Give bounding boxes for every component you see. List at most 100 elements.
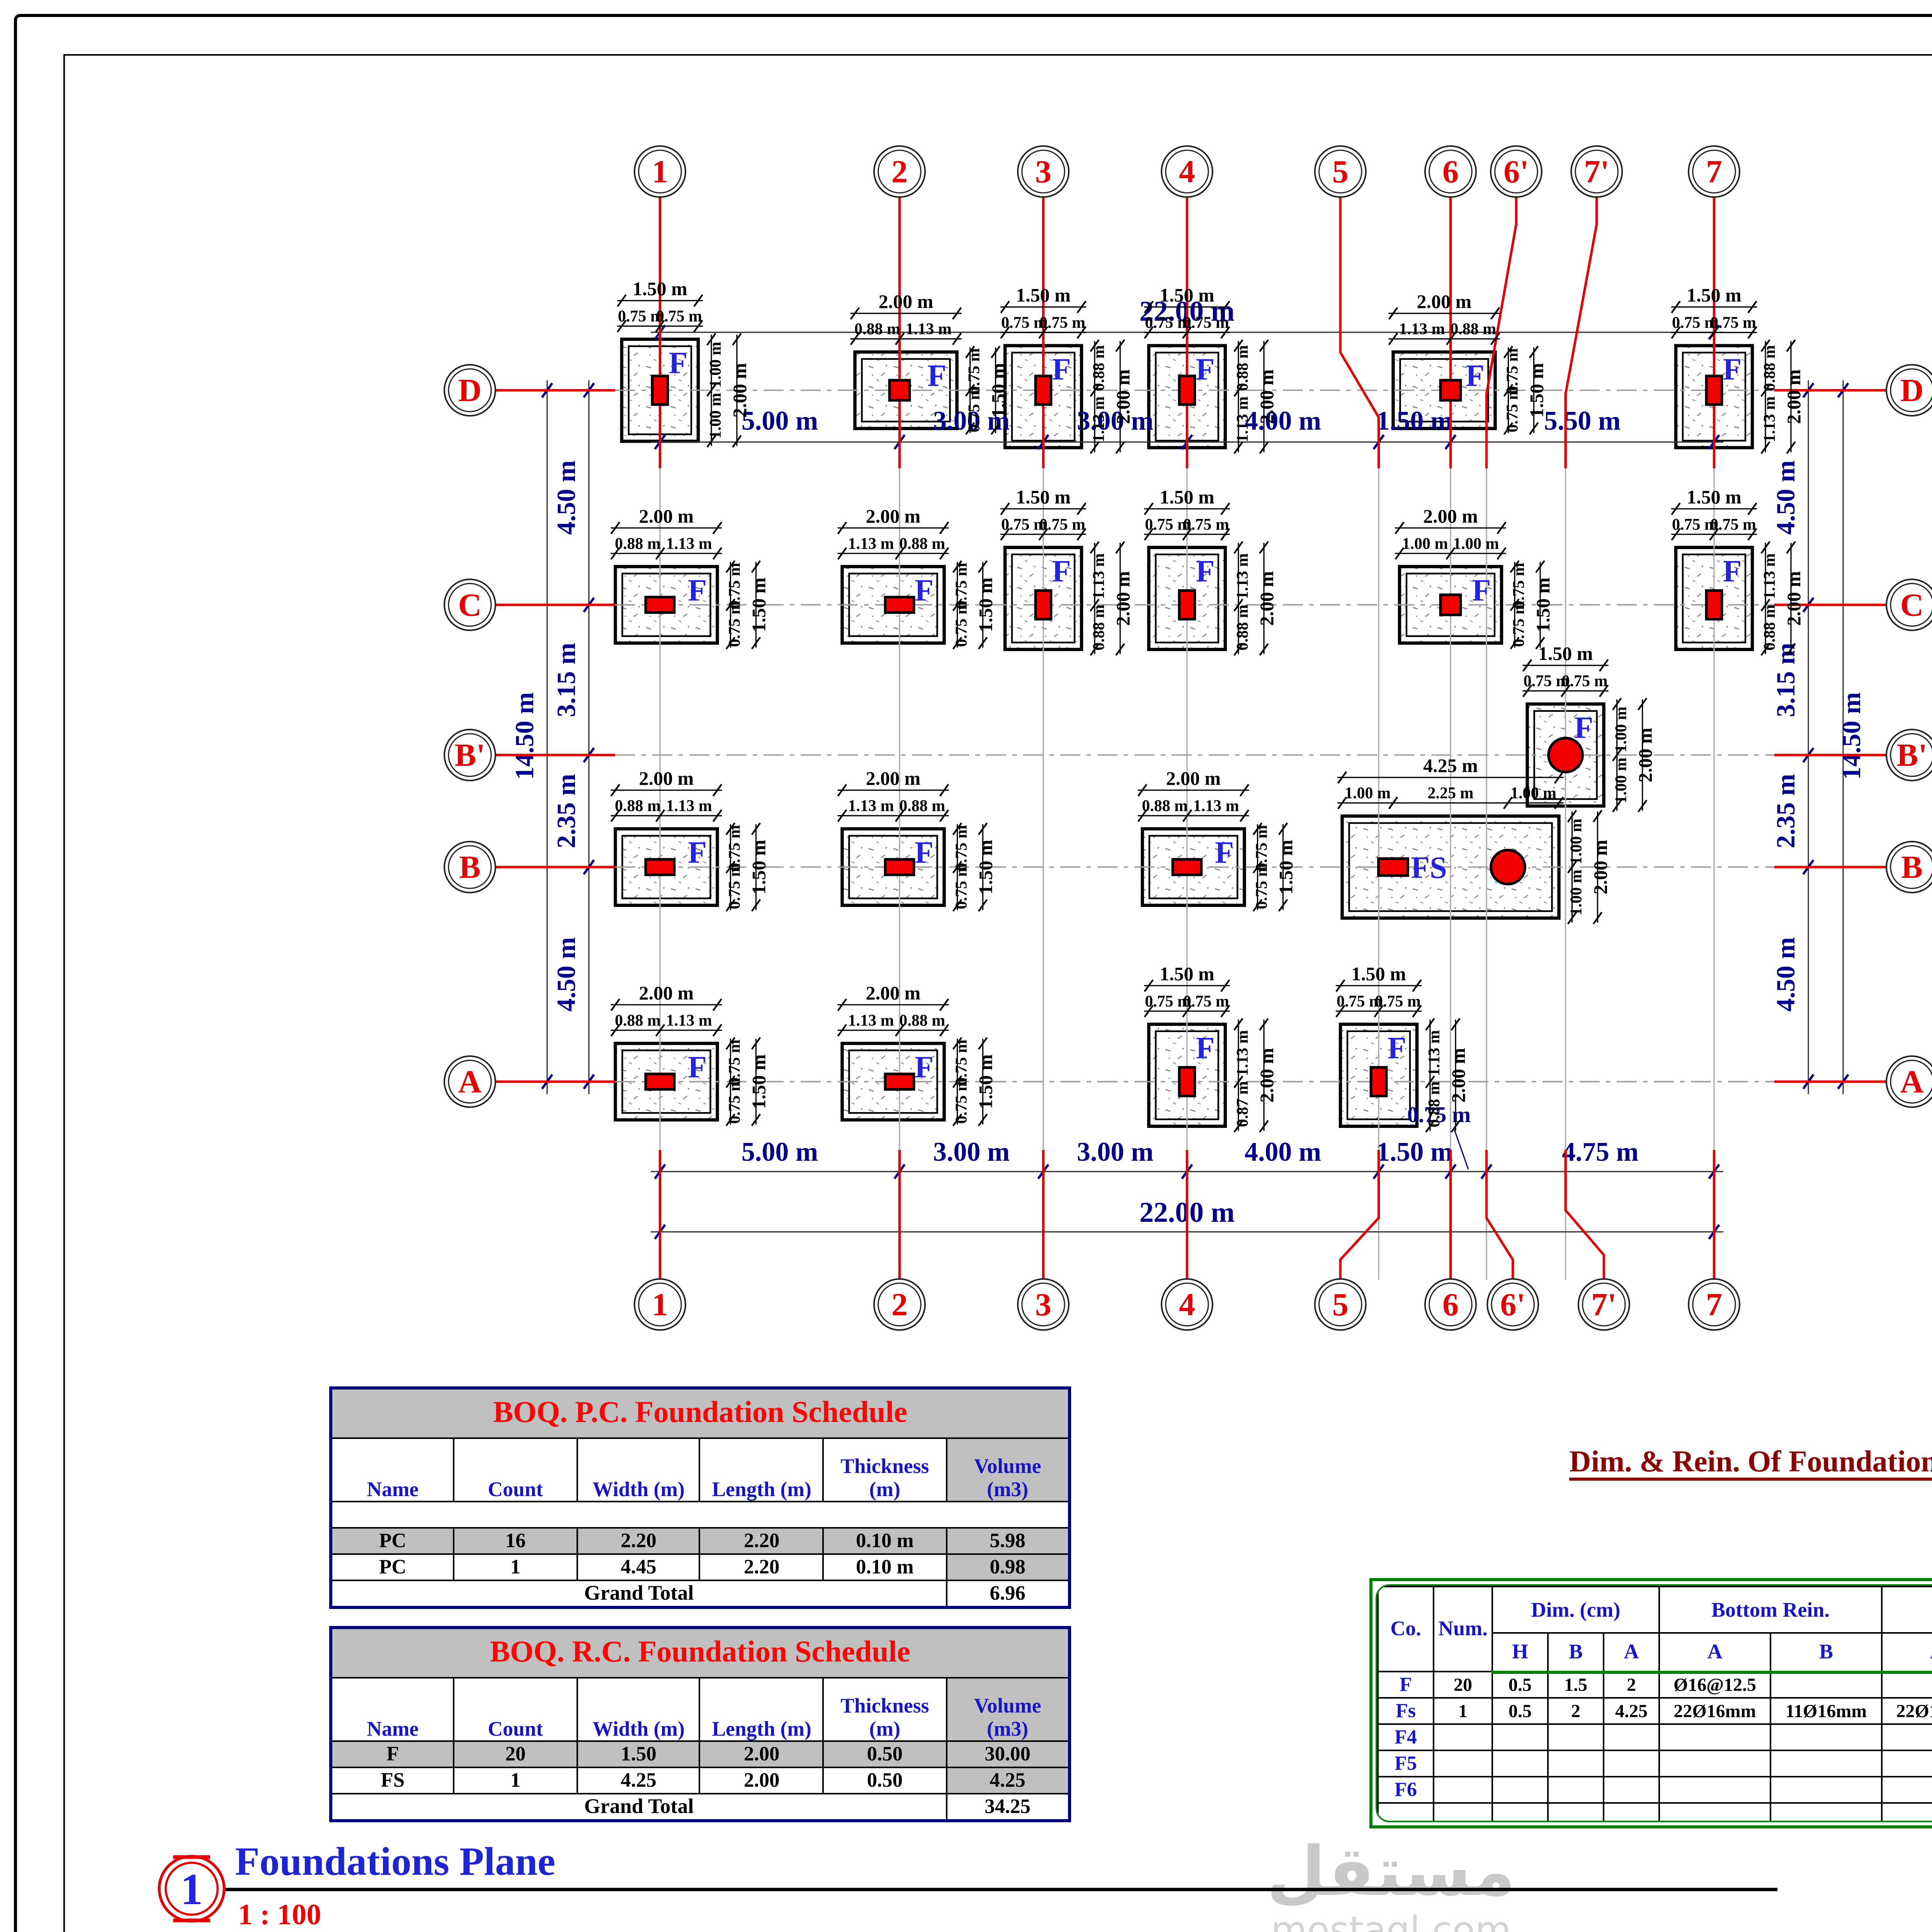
rein-cell — [1770, 1802, 1883, 1821]
boq-cell: PC — [330, 1553, 455, 1581]
rein-cell: 4.25 — [1603, 1697, 1660, 1725]
rein-cell — [1881, 1671, 1932, 1699]
boq-cell: 0.98 — [946, 1553, 1070, 1581]
boq-header: Width (m) — [576, 1437, 701, 1502]
rein-cell: F5 — [1377, 1750, 1434, 1777]
rein-cell — [1881, 1750, 1932, 1777]
rein-cell — [1881, 1802, 1932, 1821]
rein-cell — [1603, 1723, 1660, 1751]
boq-cell: 2.20 — [699, 1553, 824, 1581]
rein-table: Co.Num.Dim. (cm)Bottom Rein.Upper Rein.N… — [1369, 1578, 1932, 1828]
rein-cell — [1658, 1776, 1771, 1804]
rein-table-title: Dim. & Rein. Of Foundations Table — [1569, 1447, 1932, 1479]
boq-cell: 0.10 m — [822, 1527, 947, 1555]
boq-header: Name — [330, 1677, 455, 1742]
rein-cell: 22Ø16mm — [1658, 1697, 1771, 1725]
boq-cell: 4.25 — [946, 1767, 1070, 1794]
boq-cell: 5.98 — [946, 1527, 1070, 1555]
sheet-inner-frame — [63, 54, 1932, 1932]
rein-cell: 2 — [1603, 1671, 1660, 1699]
rein-cell: Fs — [1377, 1697, 1434, 1725]
rein-header: Dim. (cm) — [1492, 1586, 1660, 1634]
rein-cell — [1492, 1802, 1549, 1821]
boq-cell: PC — [330, 1527, 455, 1555]
rein-cell: F — [1377, 1671, 1434, 1699]
rein-subheader: H — [1492, 1632, 1549, 1673]
boq-header: Length (m) — [699, 1437, 824, 1502]
boq-cell: 4.25 — [576, 1767, 701, 1794]
boq-cell: 2.20 — [576, 1527, 701, 1555]
rein-cell: F6 — [1377, 1776, 1434, 1804]
rein-cell — [1433, 1802, 1493, 1821]
rein-cell: 11Ø16mm — [1770, 1697, 1883, 1725]
rein-cell — [1433, 1723, 1493, 1751]
boq-grand-label: Grand Total — [330, 1793, 947, 1821]
boq-cell: 30.00 — [946, 1740, 1070, 1768]
boq-cell: 1 — [453, 1553, 578, 1581]
boq-cell: 2.20 — [699, 1527, 824, 1555]
boq-header: Name — [330, 1437, 455, 1502]
rein-cell — [1492, 1776, 1549, 1804]
boq-cell: 1.50 — [576, 1740, 701, 1768]
rein-header: Bottom Rein. — [1658, 1586, 1883, 1634]
boq-grand-label: Grand Total — [330, 1580, 947, 1608]
rein-cell — [1547, 1723, 1604, 1751]
rein-cell — [1658, 1723, 1771, 1751]
rein-cell: 2 — [1547, 1697, 1604, 1725]
boq-title: BOQ. R.C. Foundation Schedule — [330, 1627, 1070, 1679]
rein-cell: 20 — [1433, 1671, 1493, 1699]
rein-cell — [1433, 1750, 1493, 1777]
boq-cell: FS — [330, 1767, 455, 1794]
boq-header: Width (m) — [576, 1677, 701, 1742]
rein-subheader: B — [1547, 1632, 1604, 1673]
rein-cell — [1603, 1750, 1660, 1777]
watermark-arabic: مستقل — [1267, 1833, 1515, 1912]
rein-cell: 1 — [1433, 1697, 1493, 1725]
rein-cell — [1658, 1750, 1771, 1777]
rein-cell — [1603, 1776, 1660, 1804]
rein-cell — [1547, 1776, 1604, 1804]
rein-header: Co. — [1377, 1586, 1434, 1672]
boq-cell: 2.00 — [699, 1767, 824, 1794]
view-scale: 1 : 100 — [238, 1900, 321, 1932]
boq-cell: 4.45 — [576, 1553, 701, 1581]
boq-header: Volume(m3) — [946, 1437, 1070, 1502]
rein-cell: Ø16@12.5 — [1658, 1671, 1771, 1699]
boq-cell: 0.50 — [822, 1767, 947, 1794]
boq-cell: 1 — [453, 1767, 578, 1794]
boq-header: Thickness(m) — [822, 1677, 947, 1742]
rein-cell — [1492, 1723, 1549, 1751]
boq-header: Thickness(m) — [822, 1437, 947, 1502]
boq-cell: 20 — [453, 1740, 578, 1768]
rein-cell — [1433, 1776, 1493, 1804]
boq-grand-value: 6.96 — [946, 1580, 1070, 1608]
rein-cell — [1770, 1776, 1883, 1804]
rein-subheader: A — [1881, 1632, 1932, 1673]
rein-cell: 0.5 — [1492, 1671, 1549, 1699]
boq-header: Length (m) — [699, 1677, 824, 1742]
watermark: مستقل mostaql.com — [1190, 1833, 1592, 1932]
boq-empty-row — [330, 1501, 1070, 1529]
boq-title: BOQ. P.C. Foundation Schedule — [330, 1387, 1070, 1439]
boq-header: Volume(m3) — [946, 1677, 1070, 1742]
boq-cell: 2.00 — [699, 1740, 824, 1768]
boq-cell: 0.50 — [822, 1740, 947, 1768]
sheet-outer-border — [14, 14, 1932, 1932]
boq-cell: 0.10 m — [822, 1553, 947, 1581]
rein-cell — [1547, 1802, 1604, 1821]
boq-header: Count — [453, 1677, 578, 1742]
rein-subheader: A — [1603, 1632, 1660, 1673]
rein-cell — [1658, 1802, 1771, 1821]
rein-header: Upper Rein. — [1881, 1586, 1932, 1634]
rein-cell: 1.5 — [1547, 1671, 1604, 1699]
rein-header: Num. — [1433, 1586, 1493, 1672]
boq-header: Count — [453, 1437, 578, 1502]
rein-cell — [1492, 1750, 1549, 1777]
boq-cell: 16 — [453, 1527, 578, 1555]
rein-cell: 0.5 — [1492, 1697, 1549, 1725]
rein-subheader: A — [1658, 1632, 1771, 1673]
rein-cell: 22Ø16mm — [1881, 1697, 1932, 1725]
